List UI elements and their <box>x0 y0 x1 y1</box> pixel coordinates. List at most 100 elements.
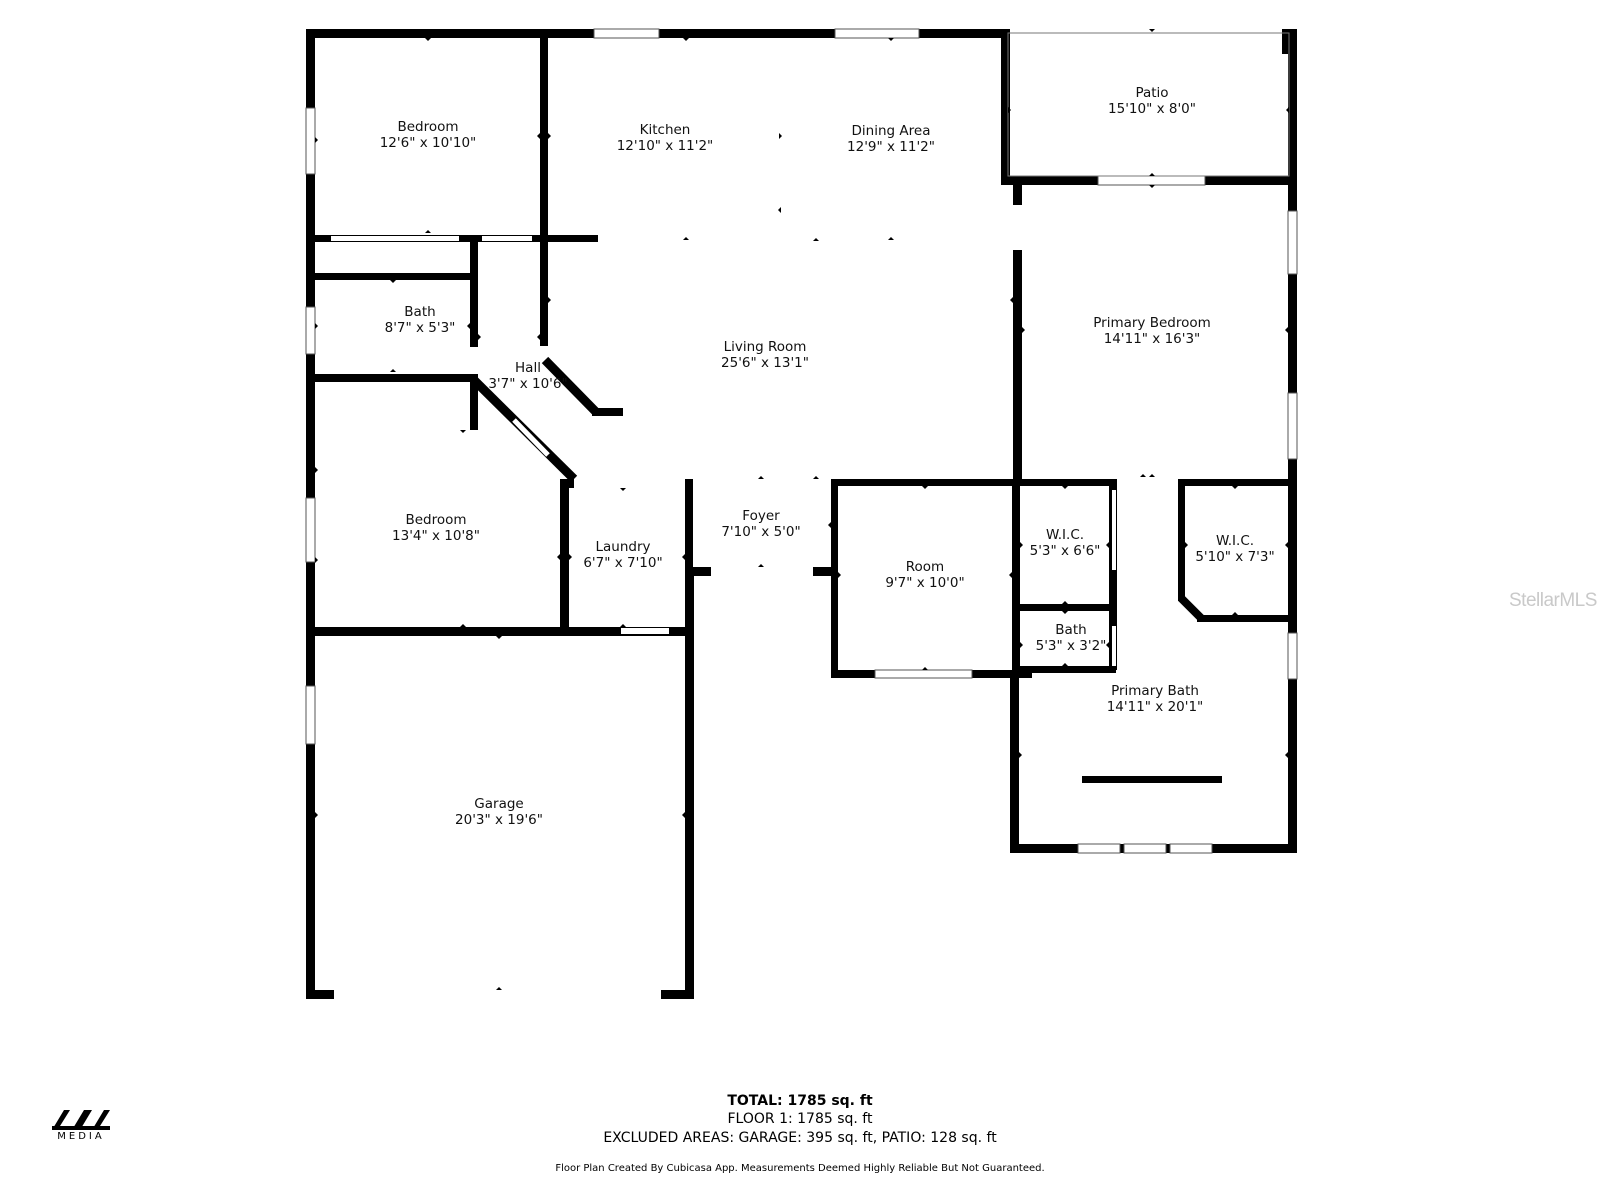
room-size-primary-bath: 14'11" x 20'1" <box>1107 699 1204 715</box>
room-size-dining-area: 12'9" x 11'2" <box>847 139 935 155</box>
room-name-room: Room <box>906 559 944 575</box>
dimension-tick <box>1140 474 1146 477</box>
dimension-tick <box>620 488 626 491</box>
dimension-tick <box>1062 601 1068 604</box>
dimension-tick <box>315 812 318 818</box>
room-size-living-room: 25'6" x 13'1" <box>721 355 809 371</box>
dimension-ticks <box>315 29 1289 990</box>
dimension-tick <box>1285 327 1288 333</box>
dimension-tick <box>1286 107 1289 113</box>
dimension-tick <box>813 238 819 241</box>
dimension-tick <box>496 636 502 639</box>
dimension-tick <box>1106 542 1109 548</box>
dimension-tick <box>1149 185 1155 188</box>
dimension-tick <box>496 987 502 990</box>
room-name-kitchen: Kitchen <box>640 122 691 138</box>
dimension-tick <box>1009 572 1012 578</box>
room-size-foyer: 7'10" x 5'0" <box>721 524 800 540</box>
room-size-kitchen: 12'10" x 11'2" <box>617 138 714 154</box>
dimension-tick <box>1022 327 1025 333</box>
dimension-tick <box>315 323 318 329</box>
watermark: StellarMLS <box>1509 590 1597 611</box>
patio-outline <box>1007 32 1290 177</box>
dimension-tick <box>828 522 831 528</box>
windows <box>305 28 1298 854</box>
room-name-foyer: Foyer <box>742 508 780 524</box>
dimension-tick <box>1062 663 1068 666</box>
room-size-hall: 3'7" x 10'6" <box>488 376 567 392</box>
dimension-tick <box>1149 173 1155 176</box>
room-size-primary-bedroom: 14'11" x 16'3" <box>1104 331 1201 347</box>
dimension-tick <box>425 38 431 41</box>
dimension-tick <box>758 476 764 479</box>
wall-openings <box>331 205 1116 666</box>
dimension-tick <box>315 137 318 143</box>
room-size-room: 9'7" x 10'0" <box>885 575 964 591</box>
dimension-tick <box>1285 542 1288 548</box>
dimension-tick <box>1062 486 1068 489</box>
dimension-tick <box>1008 107 1011 113</box>
dimension-tick <box>390 280 396 283</box>
room-size-bedroom-1: 12'6" x 10'10" <box>380 135 477 151</box>
dimension-tick <box>778 207 781 213</box>
dimension-tick <box>922 667 928 670</box>
dimension-tick <box>315 467 318 473</box>
excluded-areas: EXCLUDED AREAS: GARAGE: 395 sq. ft, PATI… <box>603 1130 997 1146</box>
dimension-tick <box>1185 542 1188 548</box>
room-size-wic-2: 5'10" x 7'3" <box>1195 549 1274 565</box>
room-name-primary-bedroom: Primary Bedroom <box>1093 315 1211 331</box>
total-area: TOTAL: 1785 sq. ft <box>727 1093 873 1109</box>
room-name-bath-2: Bath <box>1055 622 1086 638</box>
dimension-tick <box>548 133 551 139</box>
room-size-patio: 15'10" x 8'0" <box>1108 101 1196 117</box>
room-name-garage: Garage <box>474 796 523 812</box>
sgs-media-logo <box>52 1110 110 1130</box>
logo-text: MEDIA <box>57 1131 105 1142</box>
dimension-tick <box>1019 752 1022 758</box>
room-name-bath-1: Bath <box>404 304 435 320</box>
room-name-patio: Patio <box>1135 85 1168 101</box>
dimension-tick <box>682 812 685 818</box>
disclaimer: Floor Plan Created By Cubicasa App. Meas… <box>555 1163 1045 1174</box>
room-name-dining-area: Dining Area <box>852 123 931 139</box>
room-name-laundry: Laundry <box>595 539 650 555</box>
dimension-tick <box>1285 752 1288 758</box>
dimension-tick <box>838 572 841 578</box>
dimension-tick <box>1232 486 1238 489</box>
room-name-bedroom-1: Bedroom <box>397 119 458 135</box>
room-size-wic-1: 5'3" x 6'6" <box>1030 543 1101 559</box>
room-size-laundry: 6'7" x 7'10" <box>583 555 662 571</box>
room-name-bedroom-2: Bedroom <box>405 512 466 528</box>
dimension-tick <box>1010 297 1013 303</box>
dimension-tick <box>1149 474 1155 477</box>
room-name-primary-bath: Primary Bath <box>1111 683 1199 699</box>
dimension-tick <box>557 554 560 560</box>
dimension-tick <box>460 430 466 433</box>
room-name-hall: Hall <box>515 360 541 376</box>
dimension-tick <box>620 624 626 627</box>
dimension-tick <box>315 557 318 563</box>
room-name-wic-1: W.I.C. <box>1046 527 1084 543</box>
dimension-tick <box>683 237 689 240</box>
dimension-tick <box>1062 611 1068 614</box>
dimension-tick <box>758 564 764 567</box>
room-size-bath-1: 8'7" x 5'3" <box>385 320 456 336</box>
room-size-bath-2: 5'3" x 3'2" <box>1036 638 1107 654</box>
dimension-tick <box>1106 642 1109 648</box>
floor1-area: FLOOR 1: 1785 sq. ft <box>727 1111 873 1127</box>
dimension-tick <box>460 624 466 627</box>
dimension-tick <box>390 369 396 372</box>
dimension-tick <box>682 554 685 560</box>
dimension-tick <box>569 554 572 560</box>
dimension-tick <box>537 334 540 340</box>
dimension-tick <box>1020 642 1023 648</box>
dimension-tick <box>425 230 431 233</box>
dimension-tick <box>888 38 894 41</box>
dimension-tick <box>1232 612 1238 615</box>
room-name-living-room: Living Room <box>724 339 807 355</box>
dimension-tick <box>922 486 928 489</box>
dimension-tick <box>888 237 894 240</box>
dimension-tick <box>478 334 481 340</box>
